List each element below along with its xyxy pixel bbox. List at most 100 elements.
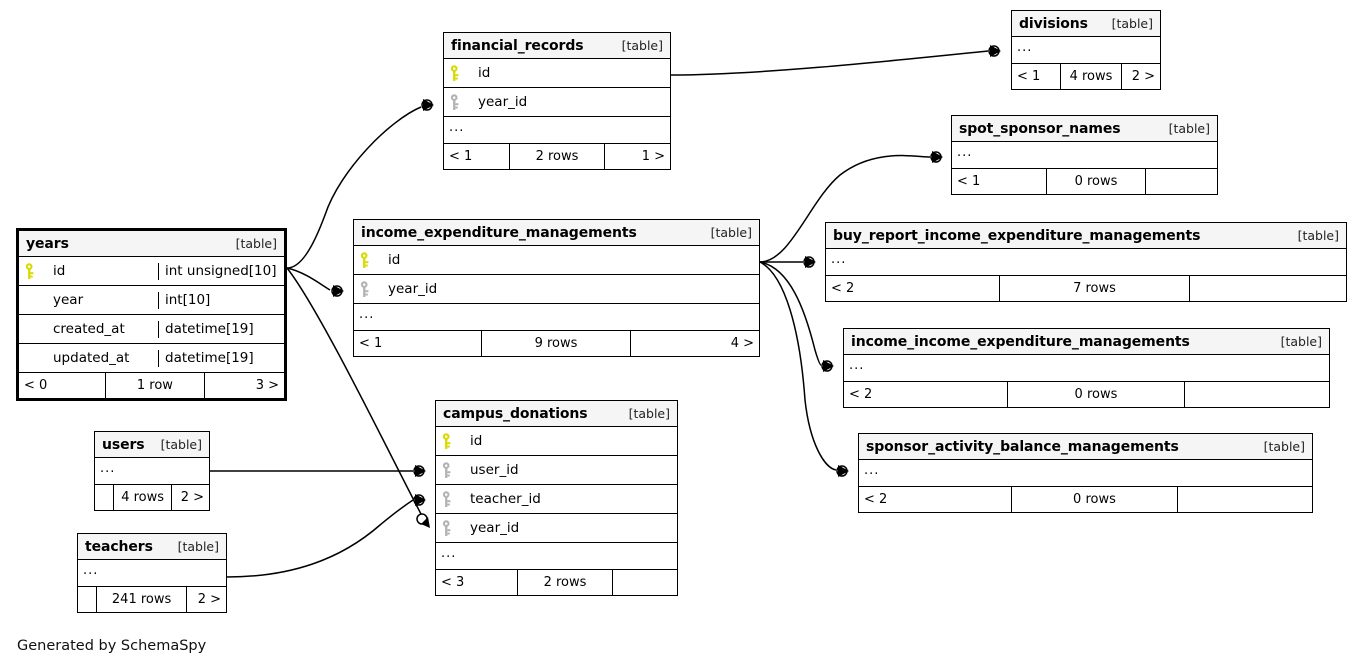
footer-row-count: 0 rows bbox=[1046, 169, 1146, 194]
footer-parents-count[interactable]: < 0 bbox=[24, 378, 48, 393]
table-header-financial_records[interactable]: financial_records[table] bbox=[444, 33, 670, 59]
table-kind-label: [table] bbox=[1280, 334, 1322, 349]
table-column-row[interactable]: user_id bbox=[436, 456, 677, 485]
relationship-edge-financial_records-to-divisions bbox=[670, 50, 989, 76]
crowsfoot-arrowhead bbox=[423, 99, 434, 111]
table-kind-label: [table] bbox=[628, 406, 670, 421]
table-header-campus_donations[interactable]: campus_donations[table] bbox=[436, 401, 677, 427]
column-name-cell: id bbox=[354, 251, 759, 269]
table-column-row[interactable]: year_id bbox=[354, 275, 759, 304]
footer-children-count[interactable] bbox=[1190, 276, 1346, 301]
footer-children-count[interactable]: 2 > bbox=[1131, 69, 1155, 84]
footer-row-count: 0 rows bbox=[1006, 382, 1186, 407]
table-more-columns-row[interactable]: ... bbox=[1012, 37, 1160, 64]
footer-children-count[interactable]: 3 > bbox=[255, 378, 279, 393]
footer-parents-count[interactable] bbox=[95, 485, 113, 510]
column-name-cell: year bbox=[19, 291, 159, 309]
table-node-income_income_expenditure_managements[interactable]: income_income_expenditure_managements[ta… bbox=[843, 328, 1330, 408]
footer-children-count[interactable] bbox=[1178, 487, 1312, 512]
footer-parents-count[interactable]: < 2 bbox=[831, 281, 855, 296]
crowsfoot-arrowhead bbox=[421, 517, 430, 528]
primary-key-icon bbox=[25, 262, 37, 280]
table-header-years[interactable]: years[table] bbox=[19, 231, 284, 257]
table-column-row[interactable]: id bbox=[444, 59, 670, 88]
footer-row-count: 9 rows bbox=[481, 331, 631, 356]
footer-parents-count[interactable]: < 2 bbox=[864, 492, 888, 507]
table-node-income_expenditure_managements[interactable]: income_expenditure_managements[table]id y… bbox=[353, 219, 760, 357]
footer-children-count[interactable]: 1 > bbox=[641, 149, 665, 164]
table-column-row[interactable]: id bbox=[354, 246, 759, 275]
no-key-spacer bbox=[25, 350, 37, 367]
table-header-sponsor_activity_balance_managements[interactable]: sponsor_activity_balance_managements[tab… bbox=[859, 434, 1312, 460]
relationship-connector-c-campus_donations-year_id bbox=[416, 513, 430, 528]
column-label: year bbox=[53, 292, 84, 308]
table-more-columns-row[interactable]: ... bbox=[78, 560, 226, 587]
table-header-income_income_expenditure_managements[interactable]: income_income_expenditure_managements[ta… bbox=[844, 329, 1329, 355]
table-node-sponsor_activity_balance_managements[interactable]: sponsor_activity_balance_managements[tab… bbox=[858, 433, 1313, 513]
table-node-buy_report_income_expenditure_managements[interactable]: buy_report_income_expenditure_management… bbox=[825, 222, 1347, 302]
foreign-key-icon bbox=[360, 280, 372, 298]
table-more-columns-row[interactable]: ... bbox=[444, 117, 670, 144]
column-name-cell: created_at bbox=[19, 320, 159, 338]
table-header-divisions[interactable]: divisions[table] bbox=[1012, 11, 1160, 37]
crowsfoot-arrowhead bbox=[415, 494, 426, 506]
primary-key-icon bbox=[450, 64, 462, 82]
table-node-spot_sponsor_names[interactable]: spot_sponsor_names[table]... < 1 0 rows bbox=[951, 115, 1218, 195]
footer-parents-count[interactable]: < 1 bbox=[449, 149, 473, 164]
more-columns-cell: ... bbox=[952, 148, 1217, 163]
optional-marker-circle bbox=[803, 256, 815, 268]
footer-children-count[interactable]: 2 > bbox=[180, 490, 204, 505]
footer-parents-count[interactable] bbox=[78, 587, 96, 612]
optional-marker-circle bbox=[836, 465, 848, 477]
table-header-buy_report_income_expenditure_managements[interactable]: buy_report_income_expenditure_management… bbox=[826, 223, 1346, 249]
relationship-edge-iem-to-income_income bbox=[759, 261, 822, 366]
footer-children-count[interactable]: 2 > bbox=[197, 592, 221, 607]
table-more-columns-row[interactable]: ... bbox=[859, 460, 1312, 487]
footer-parents-count[interactable]: < 1 bbox=[1017, 69, 1041, 84]
footer-children-count[interactable] bbox=[1185, 382, 1329, 407]
table-header-income_expenditure_managements[interactable]: income_expenditure_managements[table] bbox=[354, 220, 759, 246]
table-more-columns-row[interactable]: ... bbox=[844, 355, 1329, 382]
table-more-columns-row[interactable]: ... bbox=[826, 249, 1346, 276]
table-more-columns-row[interactable]: ... bbox=[952, 142, 1217, 169]
table-kind-label: [table] bbox=[621, 38, 663, 53]
column-name-cell: year_id bbox=[436, 519, 677, 537]
table-column-row[interactable]: teacher_id bbox=[436, 485, 677, 514]
primary-key-icon bbox=[442, 432, 454, 450]
table-title: spot_sponsor_names bbox=[959, 120, 1121, 137]
relationship-edge-teachers-to-campus_donations bbox=[226, 499, 414, 578]
table-header-users[interactable]: users[table] bbox=[95, 432, 209, 458]
table-kind-label: [table] bbox=[160, 437, 202, 452]
table-column-row[interactable]: year_id bbox=[444, 88, 670, 117]
ellipsis-label: ... bbox=[864, 465, 880, 478]
footer-parents-count[interactable]: < 3 bbox=[441, 575, 465, 590]
table-node-divisions[interactable]: divisions[table]... < 1 4 rows 2 > bbox=[1011, 10, 1161, 90]
footer-parents-count[interactable]: < 1 bbox=[957, 174, 981, 189]
table-header-spot_sponsor_names[interactable]: spot_sponsor_names[table] bbox=[952, 116, 1217, 142]
table-more-columns-row[interactable]: ... bbox=[436, 543, 677, 570]
footer-children-count[interactable] bbox=[613, 570, 677, 595]
footer-parents-count[interactable]: < 2 bbox=[849, 387, 873, 402]
footer-parents-count[interactable]: < 1 bbox=[359, 336, 383, 351]
table-more-columns-row[interactable]: ... bbox=[354, 304, 759, 331]
footer-children-count[interactable]: 4 > bbox=[730, 336, 754, 351]
table-column-row[interactable]: id bbox=[436, 427, 677, 456]
footer-row-count: 0 rows bbox=[1010, 487, 1179, 512]
table-header-teachers[interactable]: teachers[table] bbox=[78, 534, 226, 560]
ellipsis-label: ... bbox=[831, 254, 847, 267]
footer-row-count: 4 rows bbox=[1060, 64, 1122, 89]
footer-children-count[interactable] bbox=[1146, 169, 1217, 194]
footer-row-count: 1 row bbox=[105, 373, 205, 398]
table-more-columns-row[interactable]: ... bbox=[95, 458, 209, 485]
table-column-row[interactable]: year_id bbox=[436, 514, 677, 543]
